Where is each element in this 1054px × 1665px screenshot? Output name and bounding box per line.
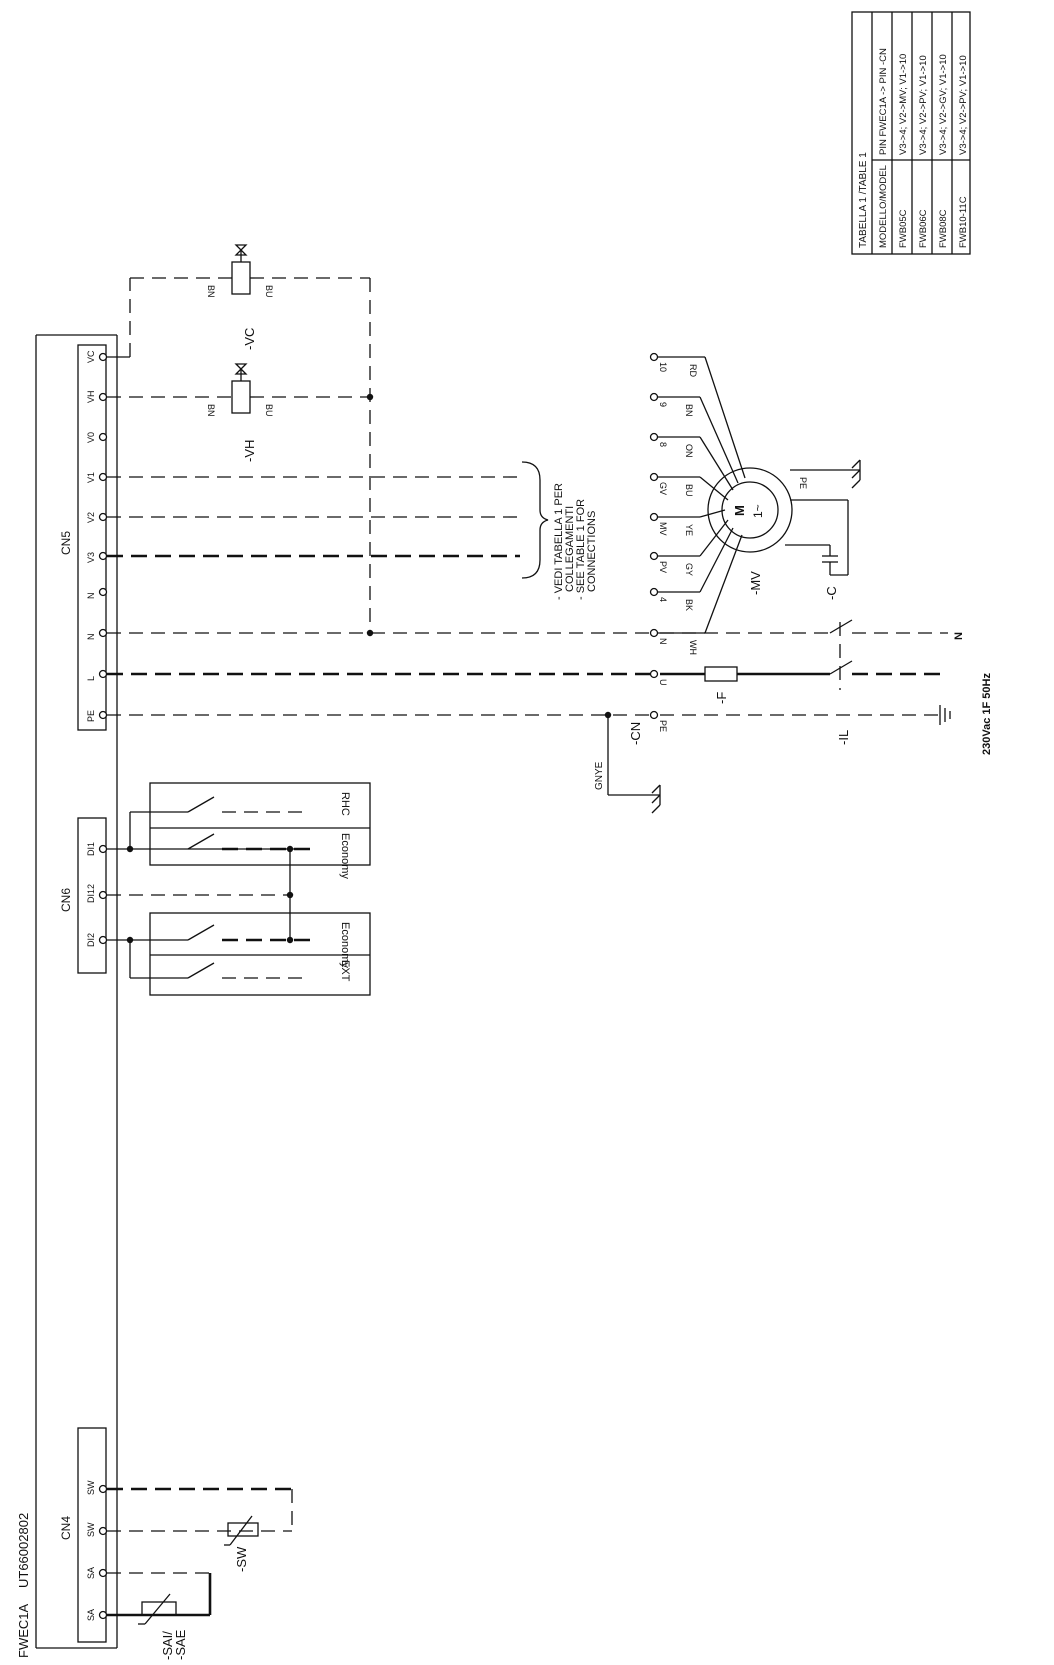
cn4-wiring <box>107 1487 293 1625</box>
note-line: COLLEGAMENTI <box>564 506 576 592</box>
note-line: - VEDI TABELLA 1 PER <box>553 483 565 600</box>
board-frame <box>35 334 118 1649</box>
motor-wire-label: WH <box>688 640 698 655</box>
note-text: - VEDI TABELLA 1 PER COLLEGAMENTI - SEE … <box>553 480 598 600</box>
table-cell-pins: V3->4; V2->MV; V1->10 <box>898 54 909 155</box>
contact-label-rhc: RHC <box>339 792 351 816</box>
cn5-label: CN5 <box>59 531 73 555</box>
motor-pe-label: PE <box>798 477 808 489</box>
connections-table <box>851 11 971 255</box>
power-wiring <box>107 619 951 814</box>
board-name: FWEC1A <box>16 1604 31 1659</box>
contact-label-economy: Economy <box>339 833 351 879</box>
cn5-pin-label: VC <box>86 350 96 363</box>
motor-wire-label: BU <box>684 484 694 497</box>
motor-connector <box>649 352 659 720</box>
valve-cool-label: -VC <box>242 328 257 350</box>
cn5-pin-label: N <box>86 634 96 641</box>
cn6-pin-label: DI2 <box>86 933 96 947</box>
table-header-model: MODELLO/MODEL <box>878 165 889 248</box>
contact-label-ext: EXT <box>339 960 351 982</box>
connector-label: -CN <box>628 722 643 745</box>
motor-pin-label: GV <box>658 482 668 495</box>
cn4-pin-label: SW <box>86 1522 96 1537</box>
motor-label: -MV <box>748 571 763 595</box>
cn5-pin-label: V3 <box>86 552 96 563</box>
cn4-pin-label: SA <box>86 1609 96 1621</box>
cn6-wiring <box>107 782 371 996</box>
table-header-pin: PIN FWEC1A -> PIN -CN <box>878 48 889 155</box>
motor-wire-label: BK <box>684 599 694 611</box>
motor-pin-label: N <box>658 638 668 645</box>
valve-heat-label: -VH <box>242 440 257 462</box>
board-code: UT66002802 <box>16 1513 31 1588</box>
motor-pin-label: 8 <box>658 442 668 447</box>
note-line: CONNECTIONS <box>586 511 598 592</box>
table-cell-pins: V3->4; V2->PV; V1->10 <box>958 55 969 155</box>
connector-cn5: CN5 PE L N N V3 V2 V1 V0 VH VC <box>59 344 108 731</box>
valve-wire-bu: BU <box>264 404 274 417</box>
capacitor-label: -C <box>824 586 839 600</box>
motor-wire-label: RD <box>688 364 698 377</box>
table-cell-pins: V3->4; V2->GV; V1->10 <box>938 54 949 155</box>
power-n-label: N <box>953 632 965 640</box>
cn5-pin-label: L <box>86 676 96 681</box>
motor-wire-label: GY <box>684 563 694 576</box>
ground-wire-label: GNYE <box>594 761 605 790</box>
power-label: 230Vac 1F 50Hz <box>981 673 993 755</box>
cn5-pin-label: PE <box>86 710 96 722</box>
motor-pin-label: 9 <box>658 402 668 407</box>
speed-wiring <box>107 461 549 579</box>
motor-wire-label: ON <box>684 444 694 458</box>
cn5-pin-label: V1 <box>86 472 96 483</box>
cn4-pin-label: SA <box>86 1567 96 1579</box>
table-cell-model: FWB05C <box>898 209 909 248</box>
sensor-air-label: -SAI/ -SAE <box>160 1627 188 1660</box>
motor-pin-label: U <box>658 679 668 686</box>
valve-wire-bn: BN <box>206 285 216 298</box>
fuse-label: -F <box>714 692 729 704</box>
valve-wire-bn: BN <box>206 404 216 417</box>
motor-pin-label: 4 <box>658 597 668 602</box>
cn5-pin-label: V0 <box>86 432 96 443</box>
motor-phase: 1~ <box>751 504 765 518</box>
table-cell-model: FWB10-11C <box>958 196 969 248</box>
cn5-pin-label: N <box>86 593 96 600</box>
motor-pin-label: PV <box>658 561 668 573</box>
sensor-water-label: -SW <box>234 1546 249 1572</box>
cn4-pin-label: SW <box>86 1480 96 1495</box>
valve-wire-bu: BU <box>264 285 274 298</box>
switch-label: -IL <box>836 730 851 745</box>
motor-symbol <box>707 467 793 553</box>
cn5-pin-label: V2 <box>86 512 96 523</box>
cn5-pin-label: VH <box>86 390 96 403</box>
cn4-label: CN4 <box>59 1516 73 1540</box>
cn6-pin-label: DI1 <box>86 842 96 856</box>
motor-pin-label: MV <box>658 522 668 536</box>
table-cell-pins: V3->4; V2->PV; V1->10 <box>918 55 929 155</box>
connector-cn6: CN6 DI2 DI12 DI1 <box>59 817 108 974</box>
table-title: TABELLA 1 /TABLE 1 <box>858 152 869 248</box>
motor-wire-label: YE <box>684 524 694 536</box>
motor-wire-label: BN <box>684 404 694 417</box>
table-cell-model: FWB06C <box>918 209 929 248</box>
contact-label-economy: Economy <box>339 922 351 968</box>
table-cell-model: FWB08C <box>938 209 949 248</box>
sensor-air-label-line: -SAI/ <box>160 1631 175 1660</box>
cn6-label: CN6 <box>59 888 73 912</box>
motor-m: M <box>732 505 747 516</box>
connector-cn4: CN4 SA SA SW SW <box>59 1427 108 1643</box>
cn6-pin-label: DI12 <box>86 884 96 903</box>
valve-wiring <box>107 244 374 633</box>
motor-pin-label: PE <box>658 720 668 732</box>
motor-pin-label: 10 <box>658 362 668 372</box>
sensor-air-label-line: -SAE <box>173 1629 188 1660</box>
motor-wires <box>658 356 861 634</box>
note-line: - SEE TABLE 1 FOR <box>575 499 587 600</box>
